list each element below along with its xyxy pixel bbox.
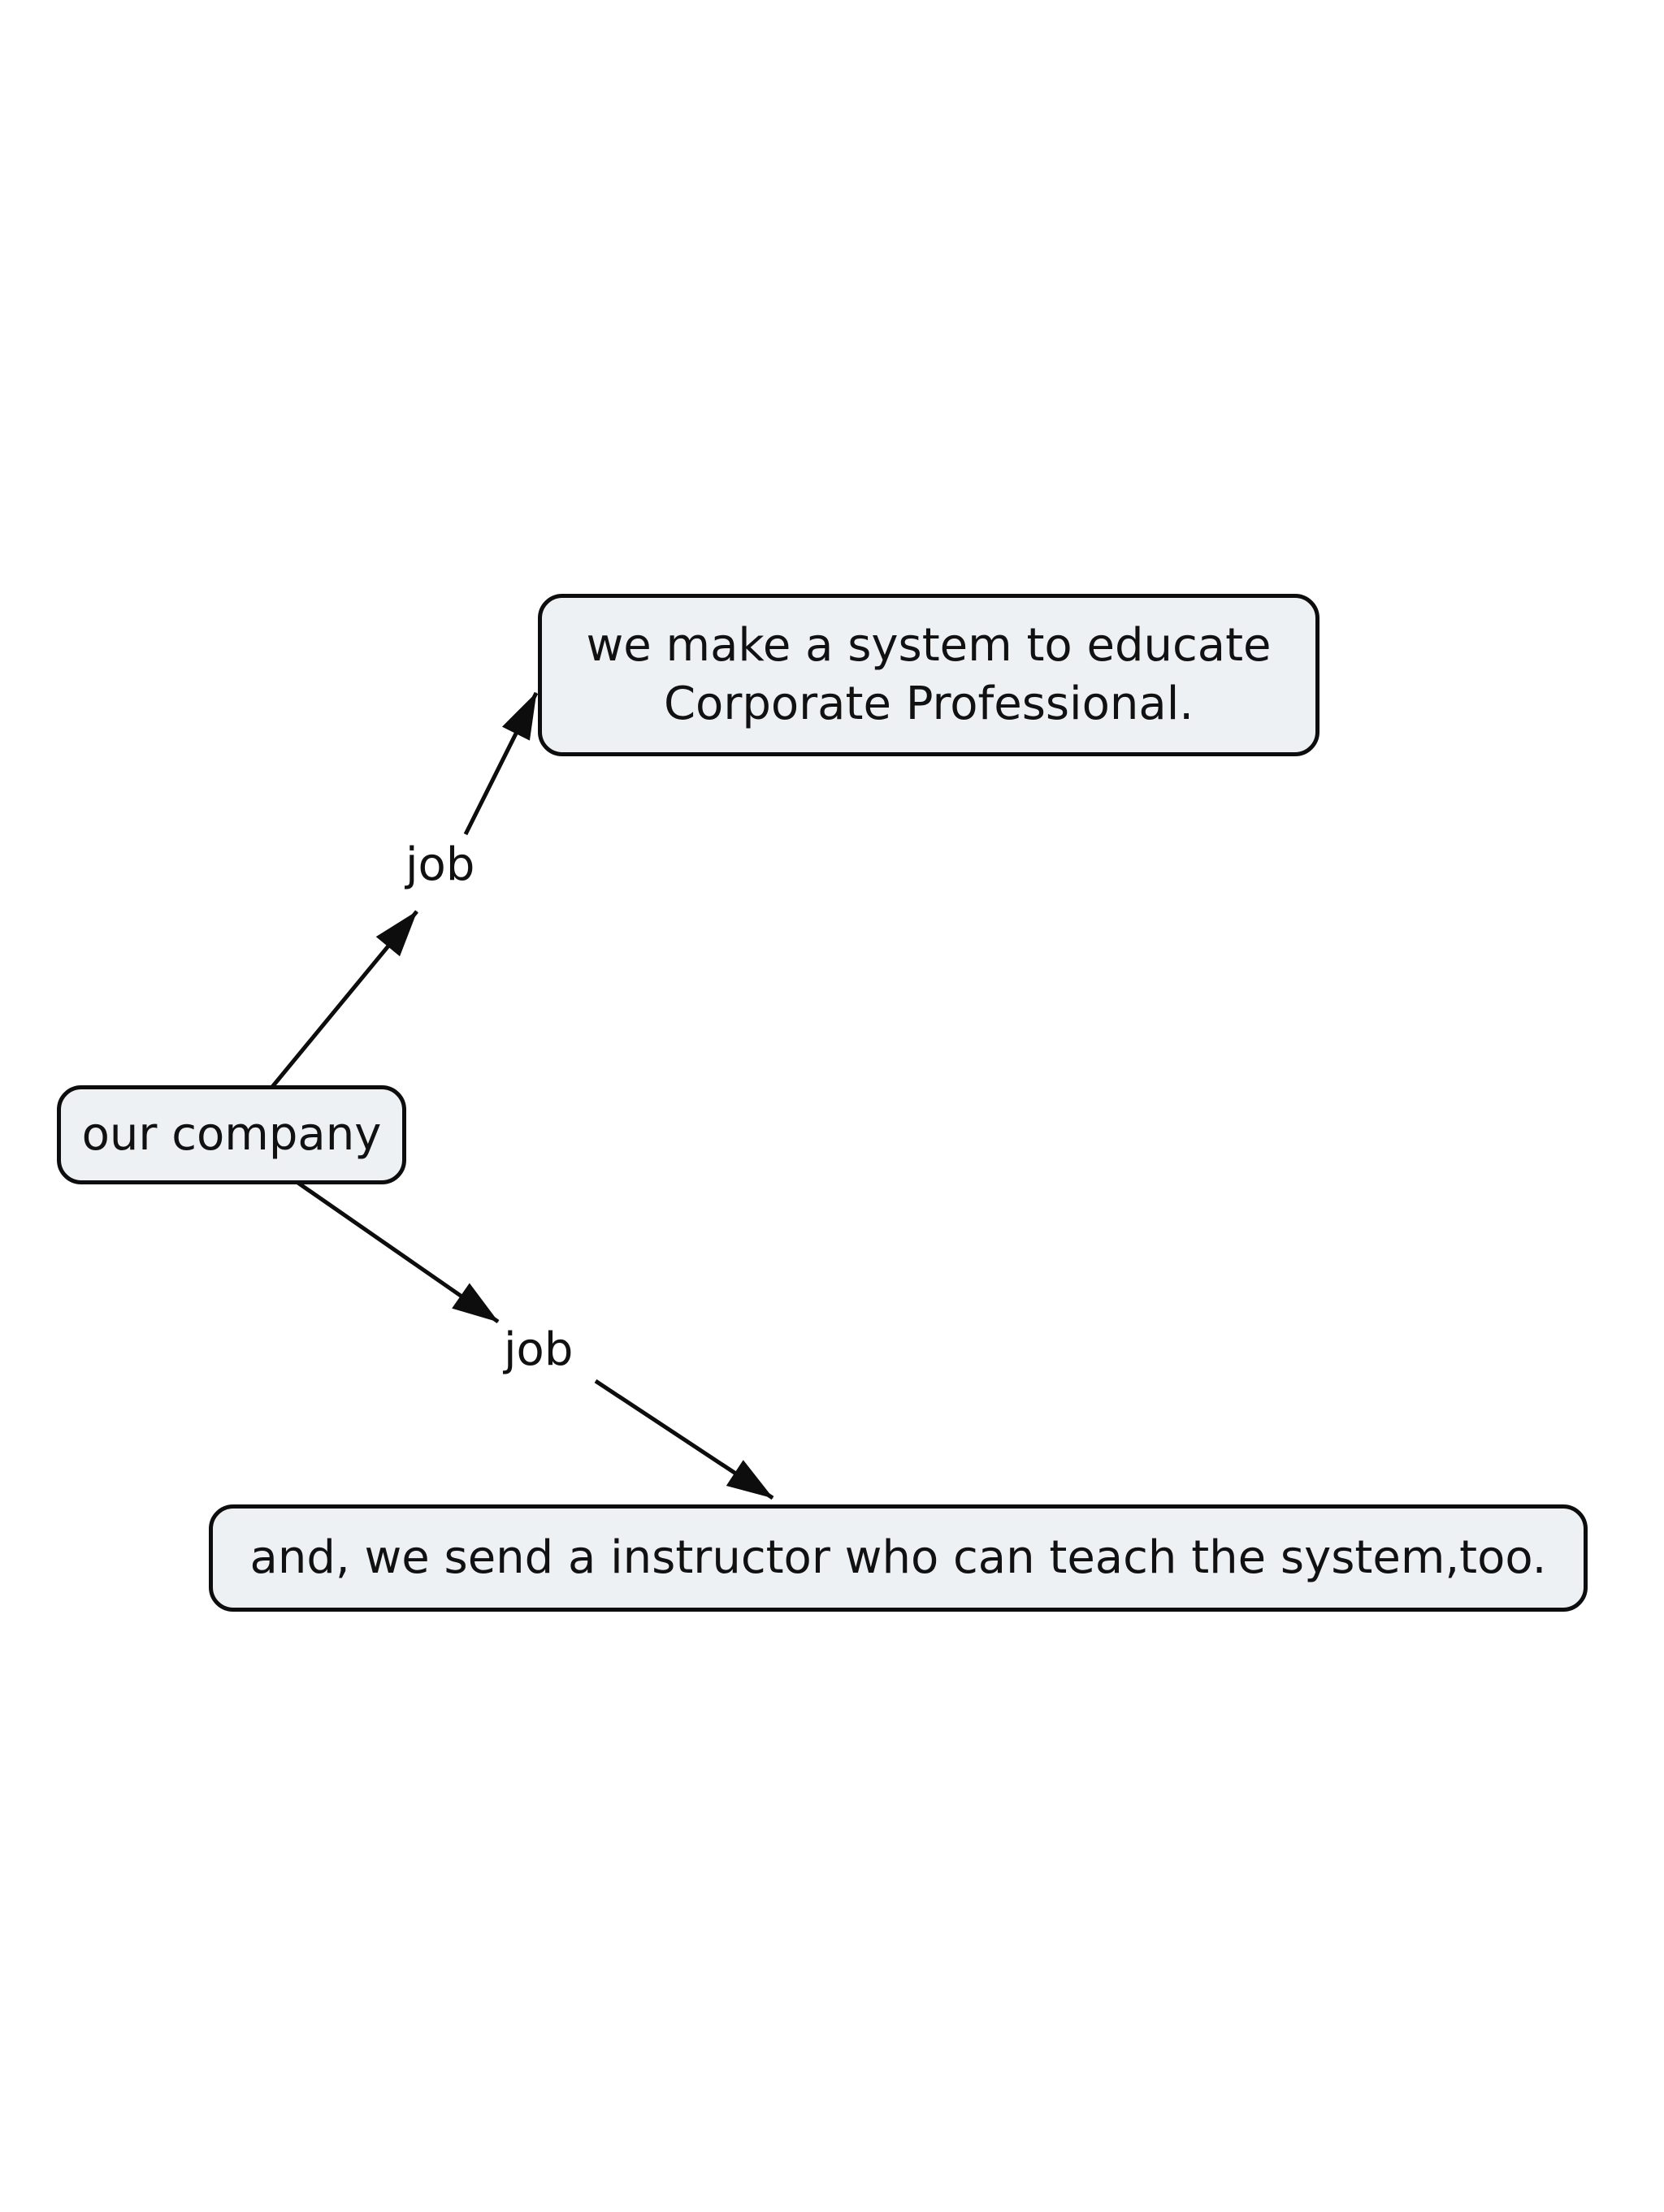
edge-job1-to-system-line [463,691,539,836]
node-system-line-1: we make a system to educate [586,619,1272,672]
node-our-company-label: our company [81,1108,382,1161]
edge-label-job-2: job [504,1323,574,1376]
node-instructor-statement: and, we send a instructor who can teach … [209,1504,1588,1612]
node-system-statement: we make a system to educate Corporate Pr… [538,594,1320,756]
edge-company-to-job1-line [271,910,418,1089]
edge-job2-to-instructor-line [594,1379,774,1500]
edge-company-to-job2-line [289,1175,500,1324]
node-instructor-label: and, we send a instructor who can teach … [249,1531,1547,1584]
edge-label-job-1: job [405,838,475,891]
node-our-company: our company [57,1085,406,1184]
node-system-line-2: Corporate Professional. [663,677,1194,730]
